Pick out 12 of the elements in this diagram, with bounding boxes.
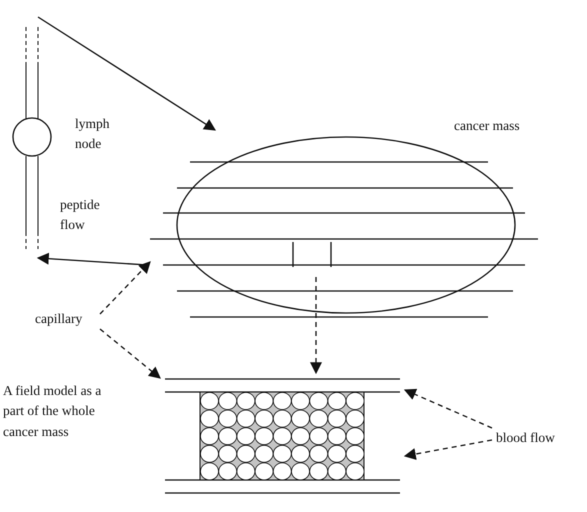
arrow: [38, 16, 216, 131]
dashed-arrow: [100, 261, 151, 314]
heading: cancer mass: [454, 117, 520, 135]
node-label: blood flow: [496, 429, 555, 447]
label: lymph node: [75, 115, 111, 154]
dashed-arrow: [310, 277, 322, 374]
dashed-arrow: [100, 328, 161, 379]
label: peptide flow: [60, 196, 101, 234]
node-label: capillary: [35, 310, 82, 328]
dashed-arrow: [404, 388, 492, 429]
label: A field model as a part of the whole cancer mass: [3, 382, 102, 440]
dashed-arrow: [404, 439, 492, 460]
